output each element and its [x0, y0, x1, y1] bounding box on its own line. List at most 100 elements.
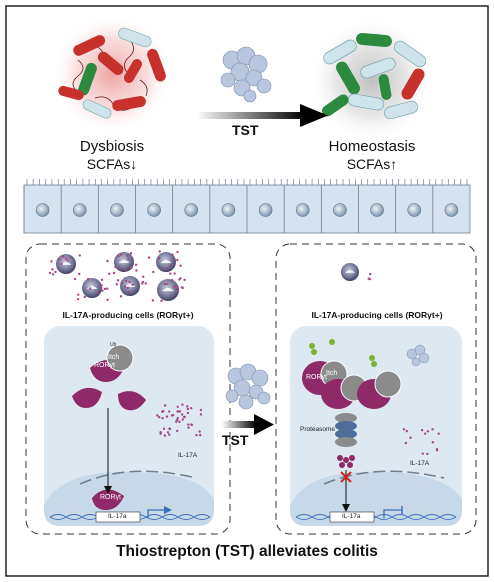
homeostasis-scfa-label: SCFAs↑: [346, 156, 398, 172]
il17a-cytokine-dot: [54, 270, 57, 274]
cell-nucleus-cap: [118, 260, 130, 263]
il17a-cytokine-dot: [152, 270, 155, 274]
il17a-cytokine-dot: [169, 294, 172, 298]
il17a-cytokine-dot: [198, 430, 201, 433]
il17a-cytokine-dot: [119, 295, 123, 298]
il17a-cytokine-dot: [178, 420, 181, 424]
il17a-cytokine-dot: [158, 250, 161, 253]
il17a-cytokine-dot: [176, 416, 179, 420]
il17a-cytokine-dot: [177, 410, 180, 413]
tst-small-right-icon: [406, 344, 430, 367]
il17a-cytokine-dot: [186, 411, 190, 415]
il17a-cytokine-dot: [176, 405, 179, 409]
il17a-cytokine-dot: [112, 271, 116, 275]
il17a-cytokine-dot: [116, 279, 120, 282]
epithelial-nucleus: [184, 203, 199, 217]
il17a-cytokine-dot: [58, 258, 61, 261]
il17a-cytokine-dot: [163, 404, 167, 407]
il17a-cytokine-dot: [127, 257, 130, 260]
il17a-cytokine-dot: [134, 263, 138, 267]
epithelial-nucleus: [370, 203, 384, 217]
right-gene-label: IL-17a: [342, 513, 361, 520]
il17a-cytokine-dot: [437, 432, 440, 435]
il17a-cytokine-dot: [147, 256, 151, 259]
il17a-cytokine-dot: [173, 285, 176, 289]
epithelial-nucleus: [333, 203, 347, 217]
il17a-cytokine-dot: [129, 252, 133, 255]
il17a-cytokine-dot: [161, 417, 164, 420]
epithelial-nucleus: [444, 203, 459, 217]
il17a-cytokine-dot: [96, 291, 99, 295]
il17a-cytokine-dot: [176, 250, 179, 254]
il17a-cytokine-dot: [159, 432, 162, 435]
il17a-cytokine-dot: [175, 418, 179, 422]
il17a-cytokine-dot: [127, 290, 131, 293]
epithelial-nucleus: [407, 203, 422, 217]
il17a-cytokine-dot: [131, 283, 134, 286]
cell-nucleus-cap: [345, 270, 355, 273]
il17a-cytokine-dot: [162, 427, 166, 430]
il17a-cytokine-dot: [119, 253, 123, 256]
il17a-cytokine-dot: [426, 452, 429, 456]
il17a-cytokine-dot: [189, 406, 193, 410]
il17a-cytokine-dot: [76, 297, 80, 301]
epithelial-nucleus: [221, 203, 236, 217]
il17a-cytokine-dot: [199, 413, 203, 416]
il17a-cytokine-dot: [129, 266, 133, 270]
figure-title: Thiostrepton (TST) alleviates colitis: [116, 543, 378, 560]
il17a-cytokine-dot: [163, 434, 167, 437]
il17a-cytokine-dot: [160, 299, 163, 302]
il17a-cytokine-dot: [106, 287, 109, 290]
il17a-cytokine-dot: [103, 287, 107, 291]
il17a-cytokine-dot: [420, 429, 424, 432]
il17a-cytokine-dot: [405, 429, 408, 433]
il17a-cytokine-dot: [51, 273, 55, 276]
il17a-cytokine-dot: [60, 262, 63, 266]
il17a-cytokine-dot: [179, 264, 182, 267]
il17a-cytokine-dot: [78, 254, 81, 257]
proteasome-icon: [335, 413, 357, 447]
left-ror-nucleus: [92, 489, 124, 510]
il17a-cytokine-dot: [186, 405, 189, 408]
il17a-cytokine-dot: [198, 433, 202, 437]
degraded-ror-fragments: [337, 455, 355, 468]
il17a-cytokine-dot: [186, 407, 190, 411]
dysbiosis-scfa-label: SCFAs↓: [86, 156, 138, 172]
il17a-cytokine-dot: [157, 415, 161, 419]
il17a-cytokine-dot: [157, 256, 161, 260]
il17a-cytokine-dot: [162, 409, 165, 413]
il17a-cytokine-dot: [168, 427, 171, 430]
il17a-cytokine-dot: [166, 282, 169, 286]
il17a-cytokine-dot: [409, 436, 412, 439]
right-il17-cell-group: [341, 263, 372, 281]
epithelial-nucleus: [258, 203, 273, 217]
left-ror-itch-complex: Ub: [72, 342, 146, 411]
il17a-cytokine-dot: [167, 410, 171, 413]
left-ror-label: RORγt: [94, 362, 115, 369]
il17a-cytokine-dot: [62, 255, 65, 258]
middle-tst-arrow: [222, 414, 274, 435]
blocked-arrow: [340, 470, 352, 512]
il17a-cytokine-dot: [64, 257, 68, 260]
epithelial-nucleus: [110, 203, 124, 217]
il17a-cytokine-dot: [166, 431, 170, 434]
right-cells-caption: IL-17A-producing cells (RORγt+): [311, 310, 443, 320]
il17a-cytokine-dot: [135, 269, 138, 272]
il17a-cytokine-dot: [421, 452, 425, 455]
homeostasis-bacteria-cluster: [310, 18, 434, 142]
tst-molecule-middle-icon: [225, 363, 271, 410]
right-panel-border: [275, 243, 477, 535]
il17a-cytokine-dot: [125, 279, 128, 283]
il17a-cytokine-dot: [114, 265, 117, 269]
il17a-cytokine-dot: [106, 298, 109, 302]
left-dna-strand: [49, 506, 211, 523]
il17a-cytokine-dot: [119, 267, 123, 271]
il17a-cytokine-dot: [123, 285, 127, 288]
il17a-cytokine-dot: [181, 418, 184, 421]
il17a-cytokine-dot: [165, 267, 168, 270]
il17a-cytokine-dot: [106, 259, 109, 263]
epithelial-nucleus: [72, 203, 87, 217]
il17a-cytokine-dot: [50, 260, 53, 263]
il17a-cytokine-dot: [88, 287, 92, 290]
proteasome-label: Proteasome: [300, 426, 336, 433]
